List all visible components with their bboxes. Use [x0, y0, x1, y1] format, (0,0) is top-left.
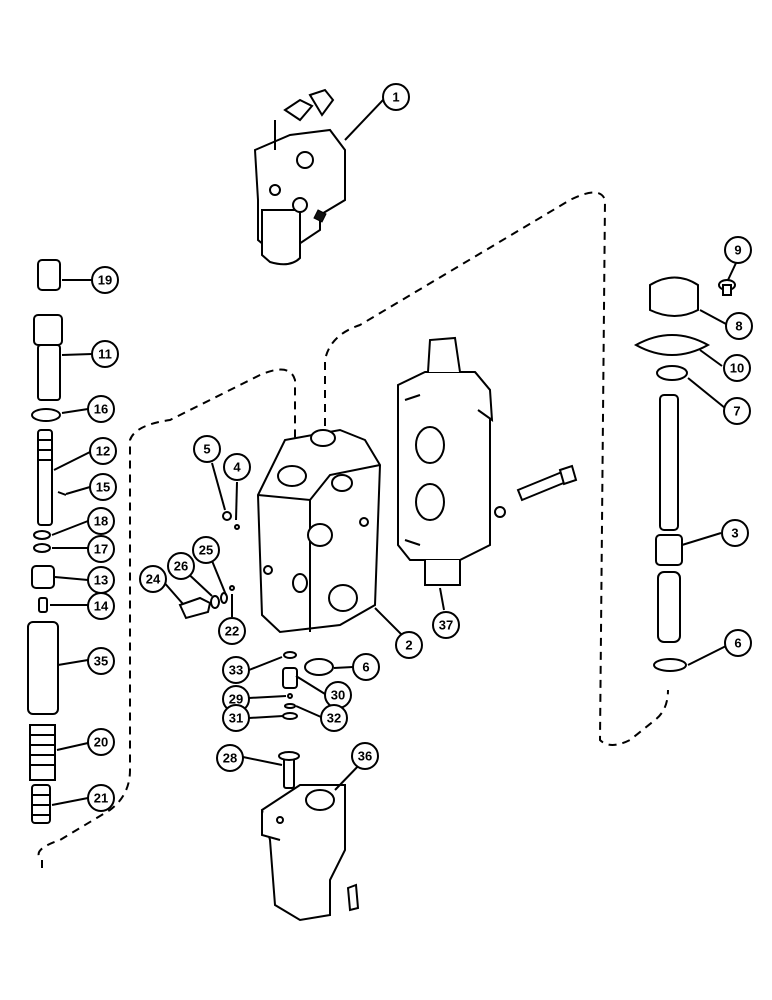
- callout-13: 13: [87, 566, 115, 594]
- callout-1: 1: [382, 83, 410, 111]
- lower-housing: [260, 784, 360, 922]
- svg-text:7: 7: [733, 404, 740, 419]
- svg-text:22: 22: [225, 624, 239, 639]
- callout-21: 21: [87, 784, 115, 812]
- callout-15: 15: [89, 473, 117, 501]
- svg-text:20: 20: [94, 735, 108, 750]
- callout-6-center: 6: [352, 653, 380, 681]
- svg-text:26: 26: [174, 559, 188, 574]
- callout-18: 18: [87, 507, 115, 535]
- plug-and-seals: [178, 511, 240, 620]
- callout-11: 11: [91, 340, 119, 368]
- svg-text:18: 18: [94, 514, 108, 529]
- callout-33: 33: [222, 656, 250, 684]
- callout-12: 12: [89, 437, 117, 465]
- callout-32: 32: [320, 704, 348, 732]
- callout-19: 19: [91, 266, 119, 294]
- svg-text:32: 32: [327, 711, 341, 726]
- valve-assembly-thumbnail: [253, 88, 346, 266]
- callout-17: 17: [87, 535, 115, 563]
- callout-36: 36: [351, 742, 379, 770]
- svg-text:10: 10: [730, 361, 744, 376]
- svg-text:35: 35: [94, 654, 108, 669]
- right-spool-stack: [633, 276, 736, 672]
- svg-text:29: 29: [229, 692, 243, 707]
- callout-31: 31: [222, 704, 250, 732]
- svg-text:37: 37: [439, 618, 453, 633]
- left-spool-stack: [27, 259, 67, 824]
- svg-text:28: 28: [223, 751, 237, 766]
- callout-14: 14: [87, 592, 115, 620]
- svg-text:25: 25: [199, 543, 213, 558]
- svg-text:15: 15: [96, 480, 110, 495]
- callout-25: 25: [192, 536, 220, 564]
- dashed-guide-lines: [37, 191, 669, 868]
- svg-text:2: 2: [405, 638, 412, 653]
- svg-text:36: 36: [358, 749, 372, 764]
- svg-text:12: 12: [96, 444, 110, 459]
- svg-text:33: 33: [229, 663, 243, 678]
- svg-text:9: 9: [734, 243, 741, 258]
- svg-text:6: 6: [734, 636, 741, 651]
- svg-text:13: 13: [94, 573, 108, 588]
- callout-29: 29: [222, 685, 250, 713]
- svg-text:21: 21: [94, 791, 108, 806]
- long-bolt: [494, 464, 578, 518]
- leader-lines: [50, 99, 737, 806]
- svg-text:3: 3: [731, 526, 738, 541]
- svg-text:17: 17: [94, 542, 108, 557]
- callout-2: 2: [395, 631, 423, 659]
- callout-20: 20: [87, 728, 115, 756]
- svg-text:4: 4: [233, 460, 241, 475]
- svg-text:14: 14: [94, 599, 109, 614]
- svg-text:11: 11: [98, 347, 112, 362]
- svg-text:5: 5: [203, 442, 210, 457]
- callout-35: 35: [87, 647, 115, 675]
- callout-9: 9: [724, 236, 752, 264]
- svg-text:19: 19: [98, 273, 112, 288]
- svg-text:31: 31: [229, 711, 243, 726]
- valve-body: [256, 428, 382, 634]
- svg-text:6: 6: [362, 660, 369, 675]
- svg-text:24: 24: [146, 572, 161, 587]
- callout-22: 22: [218, 617, 246, 645]
- callout-5: 5: [193, 435, 221, 463]
- callout-4: 4: [223, 453, 251, 481]
- center-small-parts: [278, 651, 334, 789]
- callout-30: 30: [324, 681, 352, 709]
- callout-3: 3: [721, 519, 749, 547]
- callout-16: 16: [87, 395, 115, 423]
- svg-text:16: 16: [94, 402, 108, 417]
- svg-text:30: 30: [331, 688, 345, 703]
- callout-24: 24: [139, 565, 167, 593]
- callout-26: 26: [167, 552, 195, 580]
- callout-10: 10: [723, 354, 751, 382]
- callout-7: 7: [723, 397, 751, 425]
- svg-text:1: 1: [392, 90, 399, 105]
- callout-6-right: 6: [724, 629, 752, 657]
- callout-37: 37: [432, 611, 460, 639]
- callout-28: 28: [216, 744, 244, 772]
- svg-text:8: 8: [735, 319, 742, 334]
- callout-8: 8: [725, 312, 753, 340]
- callouts: 1 2 3 4 5 6 6 7 8 9 10 11 12 13 14 15 16…: [87, 83, 753, 812]
- section-body: [397, 336, 494, 586]
